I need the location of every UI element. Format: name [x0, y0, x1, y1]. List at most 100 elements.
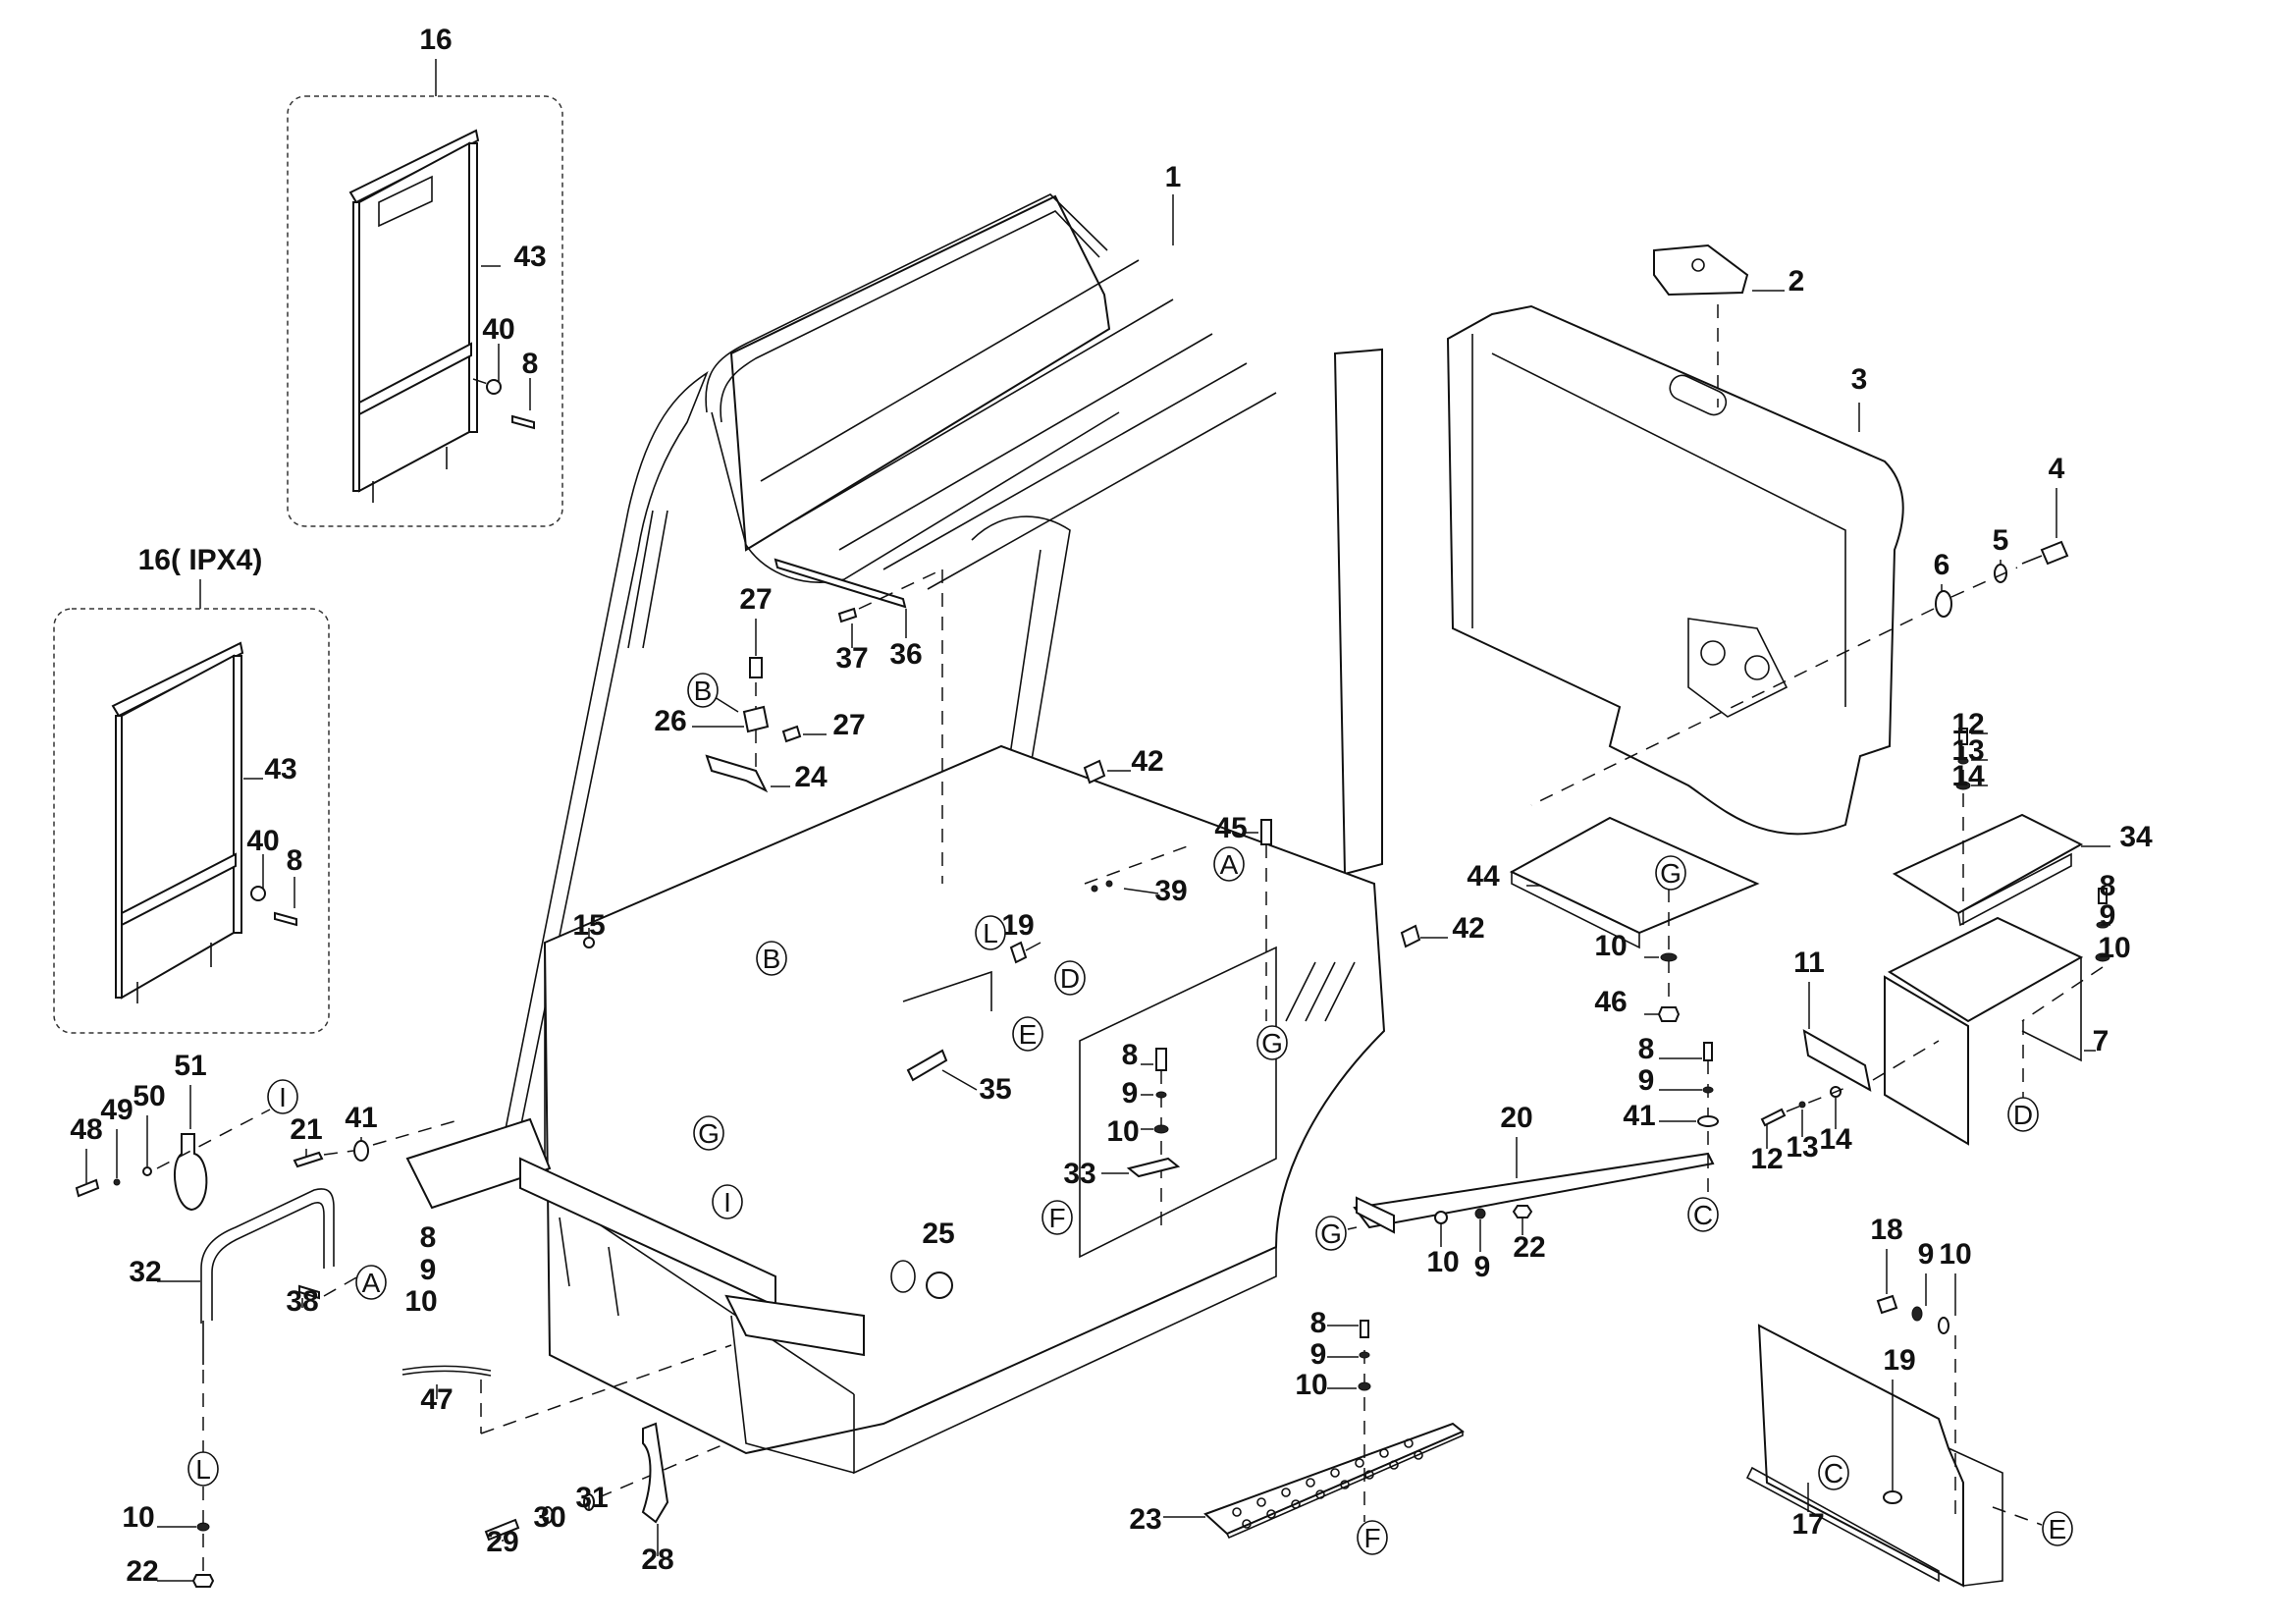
part-label-p9i: 9 — [1474, 1251, 1491, 1283]
part-label-p27b: 27 — [832, 709, 865, 741]
part-label-p20: 20 — [1500, 1102, 1532, 1134]
marker-letter: D — [2013, 1100, 2033, 1130]
part-label-p39: 39 — [1154, 875, 1187, 907]
part-label-p31: 31 — [575, 1482, 608, 1514]
part-label-p8f: 8 — [522, 348, 539, 380]
part-label-p45: 45 — [1214, 812, 1247, 844]
part-label-p6: 6 — [1934, 549, 1950, 581]
part-label-p40g: 40 — [246, 825, 279, 857]
marker-letter: A — [362, 1268, 381, 1298]
part-label-p8a: 8 — [1122, 1039, 1139, 1071]
part-label-p24: 24 — [794, 761, 828, 793]
part-label-p14b: 14 — [1819, 1123, 1852, 1156]
part-label-p26: 26 — [654, 705, 686, 737]
marker-circle — [1687, 1197, 1719, 1232]
part-label-p9e: 9 — [420, 1254, 437, 1286]
part-label-p21: 21 — [290, 1113, 322, 1146]
reference-marker-mB1: B — [687, 673, 719, 708]
reference-marker-mE2: E — [2042, 1511, 2073, 1546]
part-label-p10a: 10 — [1106, 1115, 1139, 1148]
part-label-p33: 33 — [1063, 1158, 1095, 1190]
part-label-p8c: 8 — [2100, 870, 2116, 902]
reference-marker-mD1: D — [1054, 960, 1086, 996]
marker-letter: A — [1220, 849, 1239, 880]
part-label-p3: 3 — [1851, 363, 1868, 396]
detail-box-16 — [287, 59, 563, 527]
reference-marker-mC2: C — [1818, 1455, 1849, 1490]
marker-circle — [1357, 1520, 1388, 1555]
part-label-p8b: 8 — [1638, 1033, 1655, 1065]
part-label-p7: 7 — [2093, 1025, 2109, 1057]
step-plate-holes — [1232, 1438, 1423, 1529]
marker-circle — [1655, 855, 1686, 891]
part-label-p19b: 19 — [1883, 1344, 1915, 1377]
marker-letter: G — [1261, 1028, 1283, 1058]
part-label-p10c: 10 — [2098, 932, 2130, 964]
marker-letter: L — [983, 918, 998, 948]
part-label-p50: 50 — [133, 1080, 165, 1112]
part-label-p13a: 13 — [1951, 734, 1984, 767]
marker-letter: G — [1660, 858, 1682, 889]
center-hardware — [583, 759, 1448, 1232]
part-label-p35: 35 — [979, 1073, 1011, 1106]
part-label-p5: 5 — [1993, 524, 2009, 557]
marker-circle — [2007, 1097, 2039, 1132]
step-plate-part-23 — [1163, 1320, 1465, 1540]
part-label-p10h: 10 — [1939, 1238, 1971, 1271]
part-label-p17: 17 — [1791, 1508, 1824, 1541]
plate-part-34 — [1892, 728, 2110, 982]
part-label-p11: 11 — [1793, 947, 1825, 979]
part-label-p9d: 9 — [1310, 1338, 1327, 1371]
part-label-p23: 23 — [1129, 1503, 1161, 1536]
part-label-p41a: 41 — [345, 1102, 377, 1134]
part-label-p40f: 40 — [482, 313, 514, 346]
reference-marker-mA1: A — [1213, 846, 1245, 882]
part-label-p15: 15 — [572, 909, 605, 942]
marker-circle — [355, 1265, 387, 1300]
marker-circle — [756, 941, 787, 976]
part-label-p43f: 43 — [513, 241, 546, 273]
reference-marker-mC1: C — [1687, 1197, 1719, 1232]
part-label-p19a: 19 — [1001, 909, 1034, 942]
reference-marker-mG4: G — [1315, 1216, 1347, 1251]
part-label-p46: 46 — [1594, 986, 1627, 1018]
reference-marker-mI2: I — [712, 1184, 743, 1219]
part-label-p2: 2 — [1789, 265, 1805, 298]
detail-box-16-ipx4 — [53, 579, 330, 1034]
part-label-p9c: 9 — [2100, 899, 2116, 932]
marker-circle — [2042, 1511, 2073, 1546]
part-label-p10d: 10 — [1295, 1369, 1327, 1401]
marker-circle — [1213, 846, 1245, 882]
part-label-p16ipx4: 16( IPX4) — [138, 544, 263, 576]
plate-43-standard — [348, 129, 480, 503]
marker-circle — [1054, 960, 1086, 996]
marker-letter: F — [1048, 1203, 1065, 1233]
part-label-p9h: 9 — [1918, 1238, 1935, 1271]
overhead-guard-part-1 — [505, 193, 1383, 1179]
chassis-frame — [405, 744, 1386, 1475]
marker-circle — [1256, 1025, 1288, 1060]
part-label-p36: 36 — [889, 638, 922, 671]
marker-circle — [1818, 1455, 1849, 1490]
marker-circle — [267, 1079, 298, 1114]
part-label-p10i: 10 — [1426, 1246, 1459, 1278]
part-label-p9a: 9 — [1122, 1077, 1139, 1110]
marker-circle — [1315, 1216, 1347, 1251]
part-label-p28: 28 — [641, 1543, 673, 1576]
part-label-p51: 51 — [174, 1050, 206, 1082]
plate-part-44 — [1509, 816, 1760, 1022]
part-label-p22a: 22 — [1513, 1231, 1545, 1264]
reference-marker-mE1: E — [1012, 1016, 1043, 1052]
part-label-p34: 34 — [2119, 821, 2153, 853]
part-label-p44: 44 — [1467, 860, 1500, 893]
part-label-p41b: 41 — [1623, 1100, 1655, 1132]
marker-circle — [693, 1115, 724, 1151]
part-label-p43g: 43 — [264, 753, 296, 785]
part-label-p38: 38 — [286, 1285, 318, 1318]
reference-marker-mD2: D — [2007, 1097, 2039, 1132]
cap-part-2 — [1653, 244, 1785, 407]
reference-marker-mI1: I — [267, 1079, 298, 1114]
reference-marker-mG1: G — [1655, 855, 1686, 891]
reference-marker-mG3: G — [693, 1115, 724, 1151]
part-label-p18: 18 — [1870, 1214, 1902, 1246]
